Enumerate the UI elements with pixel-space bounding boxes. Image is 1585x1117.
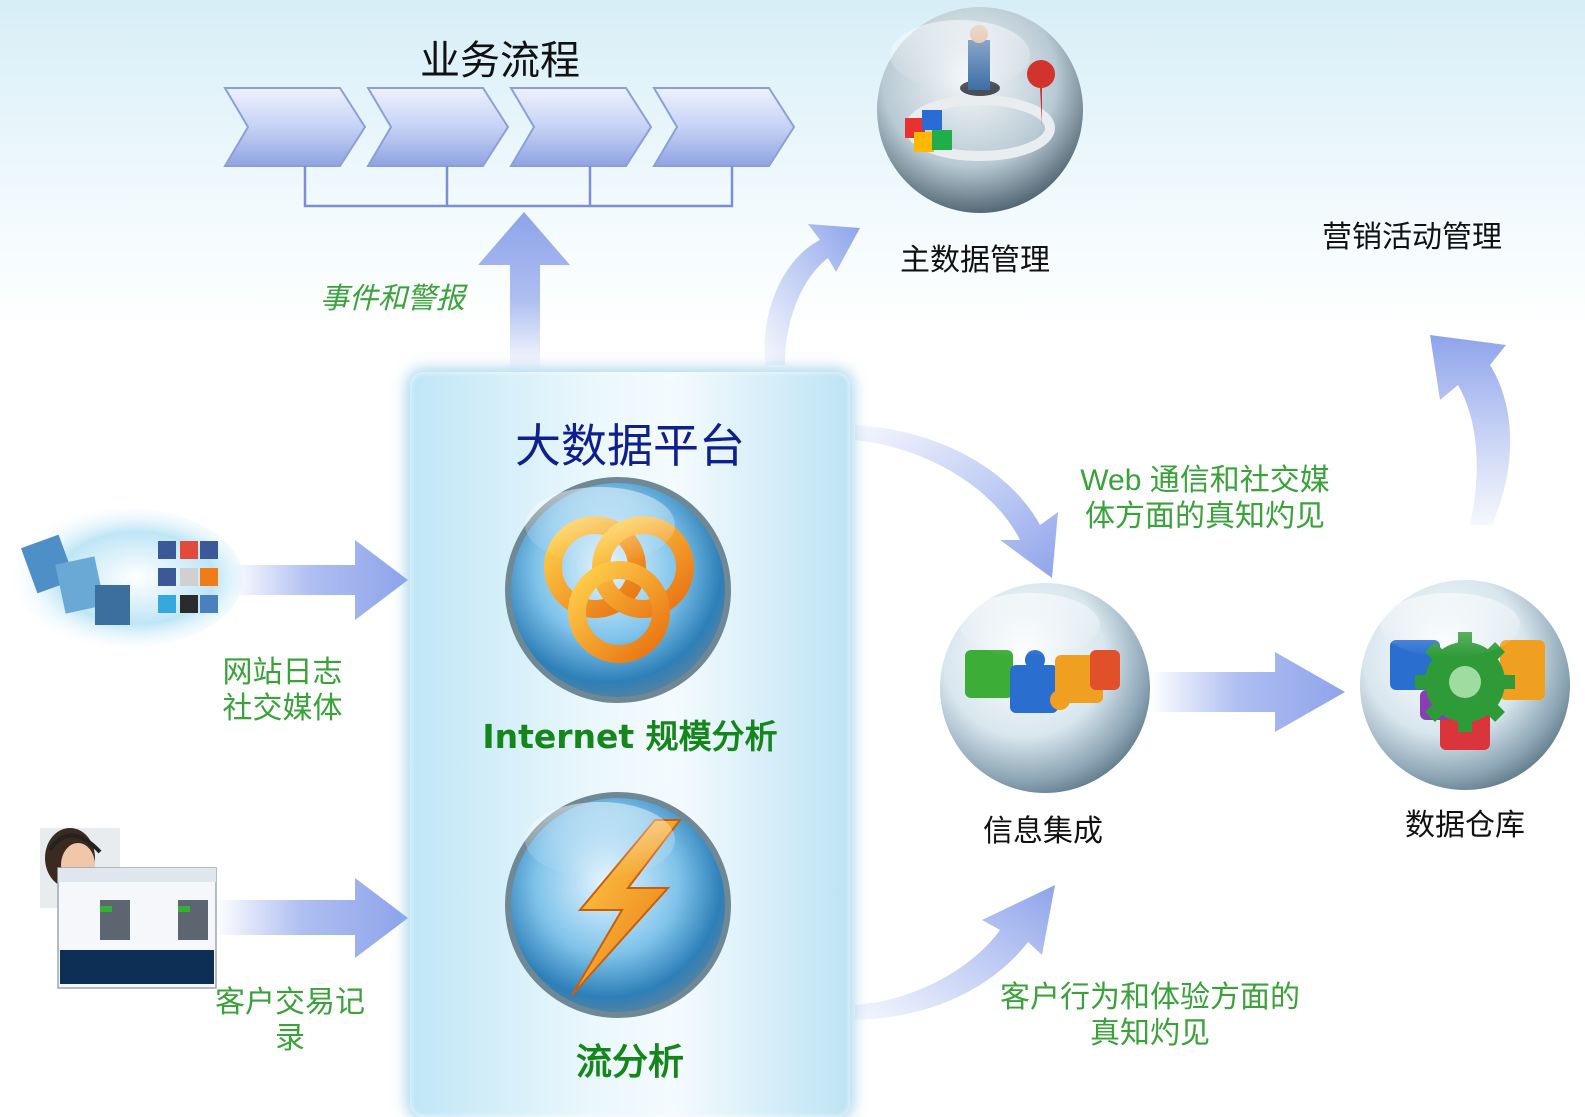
web-logs-label: 网站日志 社交媒体 — [200, 655, 365, 727]
events-label: 事件和警报 — [320, 281, 466, 315]
stream-analysis-label: 流分析 — [575, 1042, 684, 1083]
puzzle-globe-icon — [940, 583, 1150, 793]
weblog-arrow — [230, 540, 408, 620]
knot-globe-icon-overlay — [505, 477, 731, 703]
web-insight-line-1: Web 通信和社交媒 — [1080, 464, 1330, 497]
master-data-globe-icon — [877, 7, 1083, 213]
business-process-title: 业务流程 — [420, 38, 580, 84]
gear-puzzle-globe-icon — [1360, 580, 1570, 790]
call-center-agent-icon — [40, 828, 217, 989]
process-step-3 — [509, 87, 653, 167]
web-logs-line-1: 网站日志 — [222, 655, 343, 690]
events-up-arrow — [478, 212, 570, 372]
customer-insight-curve-arrow — [855, 885, 1055, 1020]
web-insight-label: Web 通信和社交媒 体方面的真知灼见 — [1060, 463, 1350, 535]
transaction-arrow — [215, 878, 408, 958]
web-logs-line-2: 社交媒体 — [222, 691, 343, 726]
customer-insight-line-2: 真知灼见 — [1090, 1016, 1210, 1051]
transactions-line-2: 录 — [275, 1021, 305, 1056]
integration-curve-arrow — [855, 425, 1058, 578]
social-media-globe-icon — [7, 508, 243, 648]
process-step-1 — [223, 87, 367, 167]
data-warehouse-label: 数据仓库 — [1405, 808, 1525, 843]
marketing-label: 营销活动管理 — [1322, 220, 1502, 255]
master-data-label: 主数据管理 — [900, 243, 1050, 278]
internet-analysis-label: Internet 规模分析 — [482, 717, 778, 756]
process-step-2 — [366, 87, 510, 167]
process-bracket — [303, 166, 734, 208]
customer-insight-line-1: 客户行为和体验方面的 — [1000, 980, 1300, 1015]
customer-insight-label: 客户行为和体验方面的 真知灼见 — [990, 980, 1310, 1052]
warehouse-arrow — [1150, 652, 1345, 732]
process-step-4 — [652, 87, 796, 167]
transactions-line-1: 客户交易记 — [215, 985, 365, 1020]
lightning-globe-icon-overlay — [505, 792, 731, 1018]
marketing-curve-arrow — [1430, 335, 1511, 525]
transactions-label: 客户交易记 录 — [205, 985, 375, 1057]
platform-title: 大数据平台 — [515, 419, 745, 473]
process-chevrons — [223, 87, 796, 167]
web-insight-line-2: 体方面的真知灼见 — [1085, 500, 1325, 533]
info-integration-label: 信息集成 — [983, 814, 1103, 849]
master-data-curve-arrow — [764, 224, 860, 365]
